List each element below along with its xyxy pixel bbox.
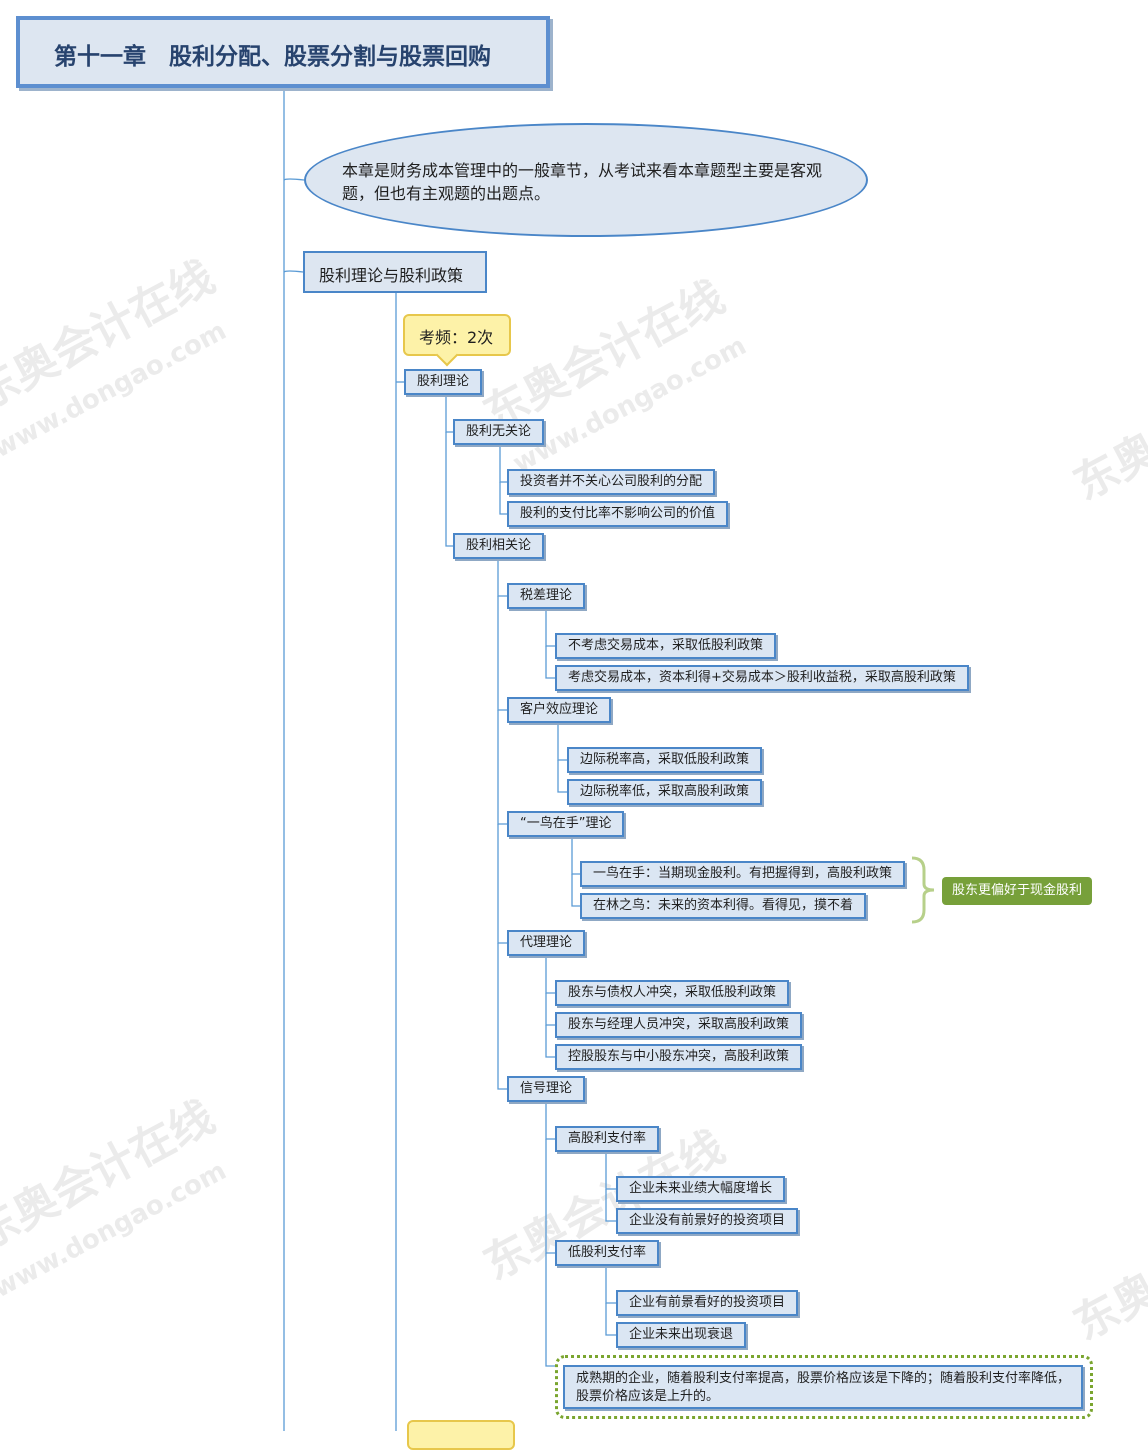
- node-tax-item-2[interactable]: 考虑交易成本，资本利得+交易成本＞股利收益税，采取高股利政策: [555, 665, 969, 691]
- mature-company-note[interactable]: 成熟期的企业，随着股利支付率提高，股票价格应该是下降的；随着股利支付率降低，股票…: [563, 1365, 1083, 1409]
- node-agency-theory[interactable]: 代理理论: [507, 930, 586, 956]
- node-clientele-theory[interactable]: 客户效应理论: [507, 697, 612, 723]
- section-dividend-policy[interactable]: 股利理论与股利政策: [303, 251, 487, 293]
- frequency-callout: 考频：2次: [403, 314, 511, 367]
- intro-note[interactable]: 本章是财务成本管理中的一般章节，从考试来看本章题型主要是客观题，但也有主观题的出…: [304, 123, 868, 237]
- node-signal-theory[interactable]: 信号理论: [507, 1076, 586, 1102]
- node-agency-item-2[interactable]: 股东与经理人员冲突，采取高股利政策: [555, 1012, 803, 1038]
- node-irrelevance-item-1[interactable]: 投资者并不关心公司股利的分配: [507, 469, 716, 495]
- node-agency-item-1[interactable]: 股东与债权人冲突，采取低股利政策: [555, 980, 790, 1006]
- node-low-item-2[interactable]: 企业未来出现衰退: [616, 1322, 747, 1348]
- chapter-title[interactable]: 第十一章 股利分配、股票分割与股票回购: [16, 16, 550, 88]
- node-agency-item-3[interactable]: 控股股东与中小股东冲突，高股利政策: [555, 1044, 803, 1070]
- node-low-payout[interactable]: 低股利支付率: [555, 1240, 660, 1266]
- frequency-label: 考频：2次: [419, 328, 494, 347]
- node-clientele-item-1[interactable]: 边际税率高，采取低股利政策: [567, 747, 763, 773]
- mature-company-note-frame: 成熟期的企业，随着股利支付率提高，股票价格应该是下降的；随着股利支付率降低，股票…: [555, 1355, 1093, 1419]
- node-high-item-2[interactable]: 企业没有前景好的投资项目: [616, 1208, 799, 1234]
- next-callout-partial: [407, 1420, 515, 1450]
- node-bird-in-hand-theory[interactable]: “一鸟在手”理论: [507, 811, 625, 837]
- node-tax-item-1[interactable]: 不考虑交易成本，采取低股利政策: [555, 633, 777, 659]
- node-clientele-item-2[interactable]: 边际税率低，采取高股利政策: [567, 779, 763, 805]
- node-dividend-relevance[interactable]: 股利相关论: [453, 533, 545, 559]
- node-irrelevance-item-2[interactable]: 股利的支付比率不影响公司的价值: [507, 501, 729, 527]
- node-dividend-irrelevance[interactable]: 股利无关论: [453, 419, 545, 445]
- node-bird-item-2[interactable]: 在林之鸟：未来的资本利得。看得见，摸不着: [580, 893, 867, 919]
- node-low-item-1[interactable]: 企业有前景看好的投资项目: [616, 1290, 799, 1316]
- node-high-item-1[interactable]: 企业未来业绩大幅度增长: [616, 1176, 786, 1202]
- node-high-payout[interactable]: 高股利支付率: [555, 1126, 660, 1152]
- node-tax-theory[interactable]: 税差理论: [507, 583, 586, 609]
- summary-cash-dividend[interactable]: 股东更偏好于现金股利: [942, 877, 1092, 905]
- node-bird-item-1[interactable]: 一鸟在手：当期现金股利。有把握得到，高股利政策: [580, 861, 906, 887]
- node-dividend-theory[interactable]: 股利理论: [404, 369, 483, 395]
